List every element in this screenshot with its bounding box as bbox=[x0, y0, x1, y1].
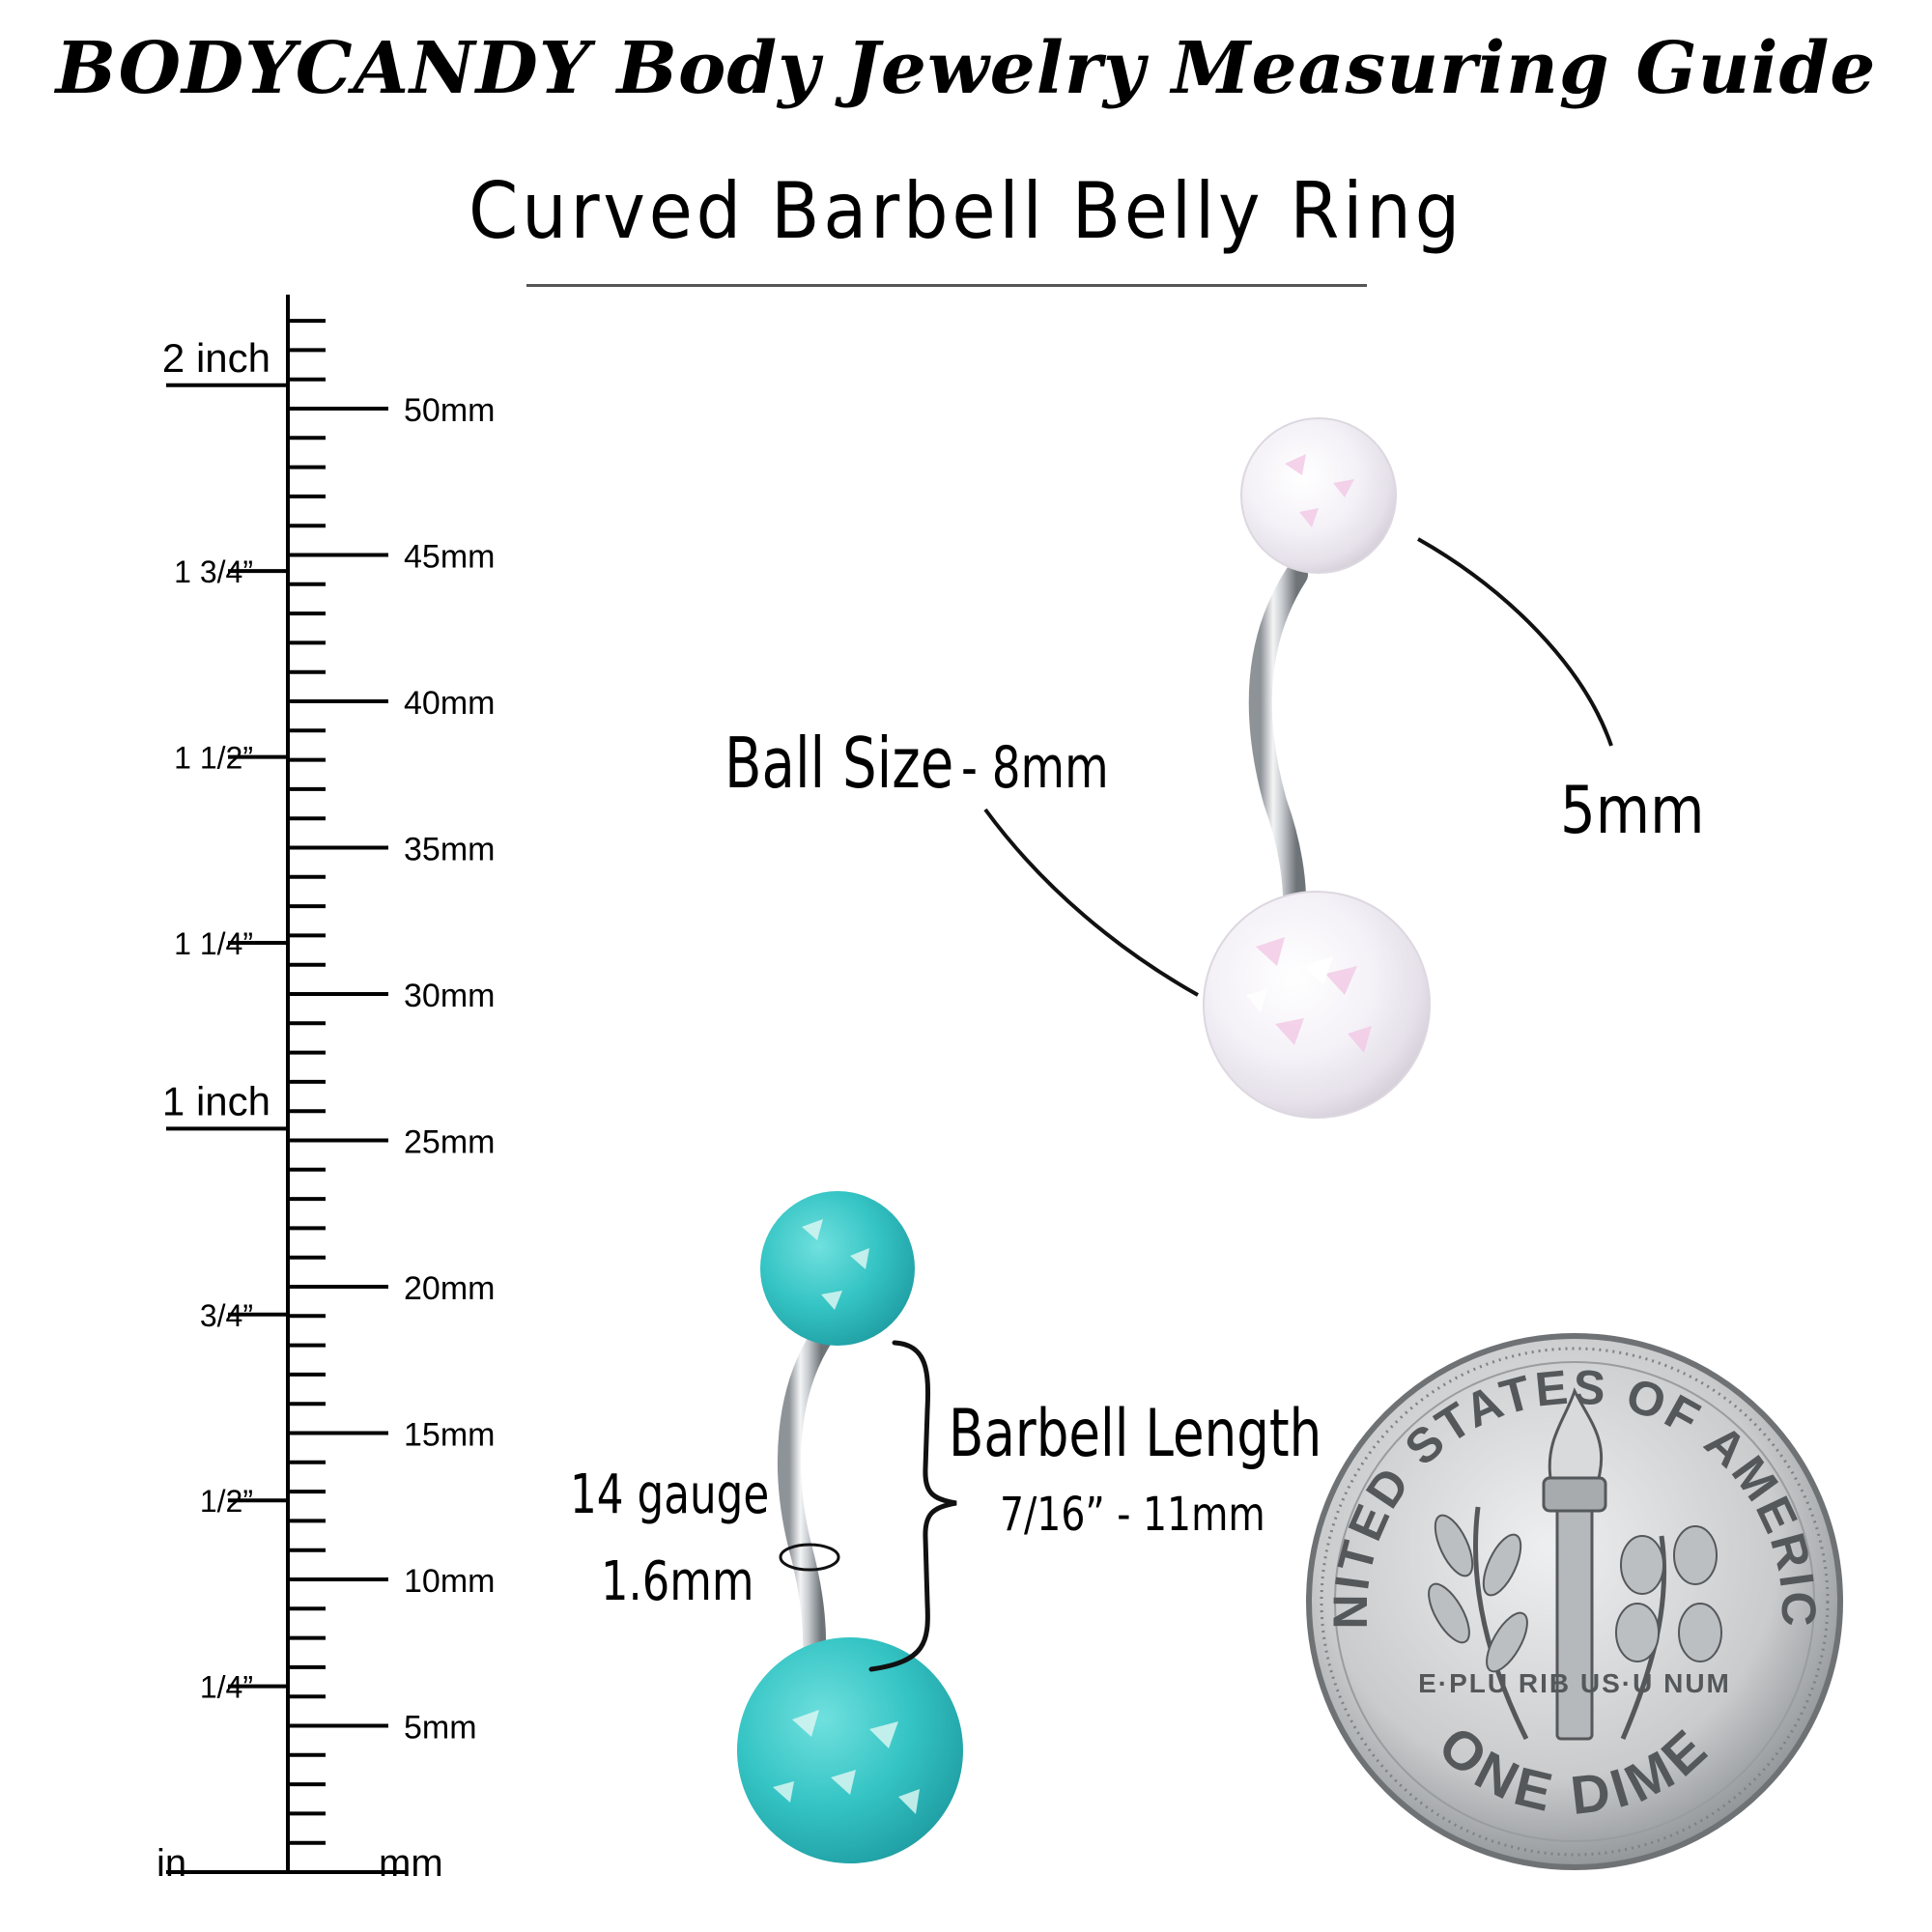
ruler-inch-label: 3/4” bbox=[200, 1298, 253, 1333]
ruler-mm-label: 35mm bbox=[404, 832, 495, 868]
ruler-inch-label: 1/2” bbox=[200, 1484, 253, 1519]
ruler-inch-label: 1/4” bbox=[200, 1670, 253, 1705]
dime-motto: E·PLU RIB US·U NUM bbox=[1418, 1668, 1731, 1698]
ruler-inch-label: 1 3/4” bbox=[174, 554, 253, 589]
ruler-unit-mm: mm bbox=[379, 1842, 443, 1885]
gauge-mm-label: 1.6mm bbox=[601, 1550, 754, 1613]
teal-ring-flakes bbox=[773, 1219, 920, 1814]
barbell-length-bracket bbox=[868, 1340, 957, 1672]
ruler-inch-label: 1 1/2” bbox=[174, 741, 253, 776]
barbell-length-value: 7/16” - 11mm bbox=[1000, 1488, 1265, 1542]
ruler-mm-label: 50mm bbox=[404, 392, 495, 429]
bottom-ball-leader-line bbox=[983, 808, 1199, 997]
gauge-label: 14 gauge bbox=[570, 1463, 770, 1526]
white-top-ball bbox=[1240, 417, 1397, 574]
ruler-inch-label: 1 1/4” bbox=[174, 926, 253, 961]
ruler-mm-label: 40mm bbox=[404, 685, 495, 722]
ball-size-value: - 8mm bbox=[961, 734, 1109, 802]
teal-bottom-ball bbox=[737, 1637, 963, 1863]
ruler-unit-in: in bbox=[156, 1842, 186, 1885]
ruler-mm-label: 15mm bbox=[404, 1417, 495, 1454]
page-title: BODYCANDY Body Jewelry Measuring Guide bbox=[55, 27, 1877, 110]
dime-top-text: UNITED STATES OF AMERICA bbox=[0, 0, 1823, 1630]
teal-belly-ring bbox=[737, 1191, 963, 1863]
ruler-mm-labels: 50mm 45mm 40mm 35mm 30mm 25mm 20mm 15mm 10mm 5mm bbox=[404, 392, 495, 1747]
ruler-mm-label: 20mm bbox=[404, 1270, 495, 1307]
ruler-inch-label: 2 inch bbox=[162, 335, 270, 381]
ruler-mm-label: 5mm bbox=[404, 1710, 477, 1747]
subtitle-underline bbox=[526, 284, 1367, 287]
ruler-mm-label: 10mm bbox=[404, 1563, 495, 1600]
barbell-length-label: Barbell Length bbox=[949, 1396, 1322, 1472]
ruler-ticks bbox=[166, 295, 406, 1874]
teal-ring-bar bbox=[777, 1326, 833, 1683]
ruler-mm-label: 45mm bbox=[404, 539, 495, 576]
gauge-ring-marker bbox=[779, 1543, 840, 1572]
ruler-mm-label: 25mm bbox=[404, 1124, 495, 1161]
top-ball-leader-line bbox=[1417, 537, 1613, 747]
top-ball-size-label: 5mm bbox=[1560, 773, 1705, 849]
white-ring-flakes bbox=[1256, 454, 1372, 1053]
ball-size-label: Ball Size bbox=[724, 723, 954, 804]
white-belly-ring bbox=[1203, 417, 1431, 1119]
ruler-inch-labels: 2 inch 1 3/4” 1 1/2” 1 1/4” 1 inch 3/4” 1/2” 1/… bbox=[162, 335, 270, 1705]
ruler-inch-label: 1 inch bbox=[162, 1078, 270, 1123]
white-bottom-ball bbox=[1203, 891, 1431, 1119]
teal-top-ball bbox=[760, 1191, 915, 1346]
page-subtitle: Curved Barbell Belly Ring bbox=[469, 166, 1463, 256]
dime-coin: UNITED STATES OF AMERICA ONE DIME E·PLU … bbox=[0, 0, 1843, 1870]
ruler-mm-label: 30mm bbox=[404, 978, 495, 1014]
ruler: 2 inch 1 3/4” 1 1/2” 1 1/4” 1 inch 3/4” 1/2” 1/… bbox=[156, 295, 495, 1885]
